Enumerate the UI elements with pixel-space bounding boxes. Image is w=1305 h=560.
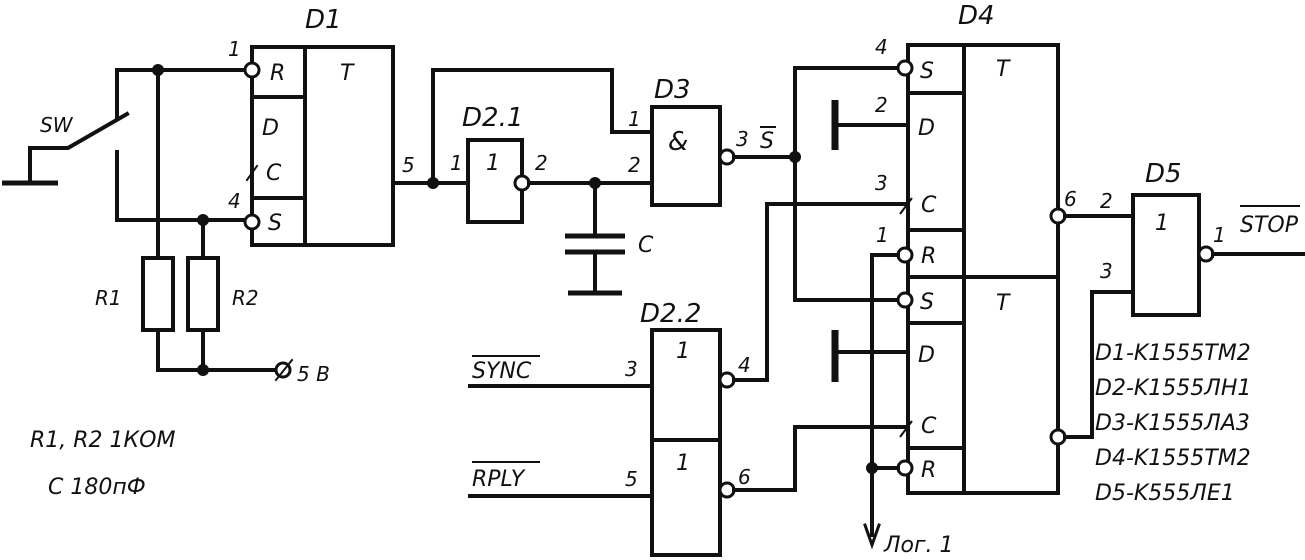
s-bar-label: S bbox=[760, 129, 774, 154]
svg-text:1: 1 bbox=[1213, 223, 1226, 247]
svg-text:3: 3 bbox=[625, 357, 638, 381]
svg-text:2: 2 bbox=[1100, 189, 1113, 213]
flipflop-d1: R D C S T D1 1 4 5 bbox=[228, 5, 415, 247]
svg-text:4: 4 bbox=[228, 189, 241, 213]
part-item: D5-K555ЛЕ1 bbox=[1095, 481, 1235, 506]
sync-label: SYNC bbox=[472, 359, 532, 384]
svg-text:1: 1 bbox=[628, 107, 641, 131]
svg-text:1: 1 bbox=[228, 37, 241, 61]
svg-text:1: 1 bbox=[486, 151, 500, 176]
svg-text:C: C bbox=[921, 414, 937, 439]
svg-text:1: 1 bbox=[450, 151, 463, 175]
svg-text:2: 2 bbox=[535, 151, 548, 175]
d1-label: D1 bbox=[305, 5, 342, 35]
d5-label: D5 bbox=[1145, 159, 1182, 189]
svg-text:1: 1 bbox=[876, 223, 889, 247]
switch-sw: SW bbox=[2, 68, 254, 222]
svg-text:D: D bbox=[262, 116, 279, 141]
log1-wire bbox=[870, 253, 900, 537]
resistor-r1 bbox=[141, 256, 175, 332]
stop-label: STOP bbox=[1240, 213, 1299, 238]
svg-text:1: 1 bbox=[676, 339, 690, 364]
svg-text:S: S bbox=[920, 290, 934, 315]
svg-text:5: 5 bbox=[402, 153, 415, 177]
r2-label: R2 bbox=[232, 286, 259, 310]
svg-text:1: 1 bbox=[676, 451, 690, 476]
part-item: D3-K1555ЛА3 bbox=[1095, 411, 1250, 436]
svg-text:3: 3 bbox=[736, 127, 749, 151]
nand-d3: & D3 1 2 3 S bbox=[628, 75, 776, 207]
svg-text:2: 2 bbox=[628, 153, 641, 177]
log1-label: Лог. 1 bbox=[883, 533, 954, 558]
d3-label: D3 bbox=[654, 75, 691, 105]
part-item: D2-K1555ЛН1 bbox=[1095, 376, 1251, 401]
cap-label: C bbox=[638, 233, 654, 258]
svg-text:2: 2 bbox=[875, 93, 888, 117]
svg-text:6: 6 bbox=[738, 465, 751, 489]
svg-text:D: D bbox=[918, 343, 935, 368]
inverter-d2-2: 1 1 D2.2 3 4 5 6 bbox=[625, 299, 751, 557]
svg-text:T: T bbox=[996, 57, 1011, 82]
svg-text:1: 1 bbox=[1155, 211, 1169, 236]
part-item: D4-K1555TM2 bbox=[1095, 446, 1251, 471]
svg-text:4: 4 bbox=[875, 35, 888, 59]
svg-text:5: 5 bbox=[625, 467, 638, 491]
wire-d1-d3 bbox=[431, 68, 654, 185]
resistors: R1 R2 5 В bbox=[95, 64, 330, 386]
parts-list: D1-K1555TM2 D2-K1555ЛН1 D3-K1555ЛА3 D4-K… bbox=[1095, 341, 1251, 506]
capacitor-note: С 180пФ bbox=[48, 475, 146, 500]
rply-label: RPLY bbox=[472, 467, 526, 492]
d4-label: D4 bbox=[958, 1, 995, 31]
svg-text:4: 4 bbox=[738, 353, 751, 377]
svg-text:R: R bbox=[921, 458, 936, 483]
svg-text:R: R bbox=[921, 244, 936, 269]
d2-1-label: D2.1 bbox=[462, 103, 523, 133]
r1-label: R1 bbox=[95, 286, 122, 310]
inverter-d2-1: 1 D2.1 1 2 bbox=[450, 103, 548, 224]
svg-text:T: T bbox=[340, 61, 355, 86]
wire-reset bbox=[115, 68, 254, 120]
resistor-r2 bbox=[186, 256, 220, 332]
sw-label: SW bbox=[40, 113, 74, 137]
nor-d5: 1 D5 2 3 1 bbox=[1100, 159, 1226, 317]
svg-text:3: 3 bbox=[875, 171, 888, 195]
svg-text:T: T bbox=[996, 291, 1011, 316]
svg-text:C: C bbox=[266, 161, 282, 186]
svg-text:3: 3 bbox=[1100, 259, 1113, 283]
svg-text:&: & bbox=[668, 127, 688, 157]
part-item: D1-K1555TM2 bbox=[1095, 341, 1251, 366]
svg-text:C: C bbox=[921, 193, 937, 218]
resistor-note: R1, R2 1КОМ bbox=[30, 428, 175, 453]
svg-text:S: S bbox=[268, 211, 282, 236]
flipflop-d4: S D C R S D C R T T D4 4 2 3 1 6 bbox=[875, 1, 1077, 495]
svg-text:6: 6 bbox=[1064, 187, 1077, 211]
d2-2-label: D2.2 bbox=[640, 299, 701, 329]
supply-label: 5 В bbox=[297, 362, 330, 386]
wire-s-bar bbox=[793, 66, 900, 302]
svg-text:R: R bbox=[270, 61, 285, 86]
capacitor-c: C bbox=[565, 181, 654, 296]
svg-text:S: S bbox=[920, 59, 934, 84]
switch-lever bbox=[28, 111, 130, 185]
svg-text:D: D bbox=[918, 116, 935, 141]
